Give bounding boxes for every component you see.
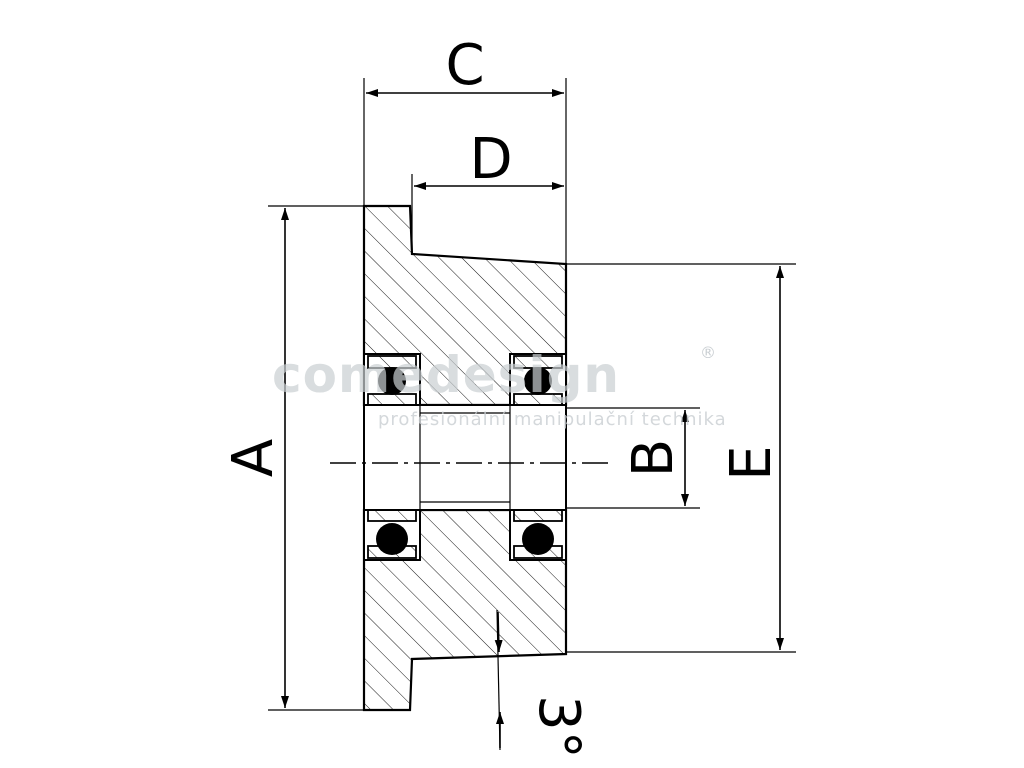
dim-b-label: B	[621, 439, 686, 477]
bearing-ball-ul	[378, 367, 406, 395]
watermark-tagline: profesionální manipulační technika	[378, 409, 727, 430]
bearing-ball-lr	[522, 523, 554, 555]
dim-e-label: E	[719, 445, 784, 480]
watermark: comedesign ® profesionální manipulační t…	[272, 343, 727, 430]
angle-arrow-top	[494, 611, 503, 653]
dimension-b: B	[566, 407, 700, 509]
watermark-brand: comedesign	[272, 346, 620, 404]
angle-label: 3°	[526, 695, 591, 759]
dim-a-label: A	[221, 439, 286, 477]
dimension-angle: 3°	[494, 609, 591, 759]
dimension-a: A	[221, 205, 364, 711]
bearing-inner-ring-ll	[367, 509, 417, 522]
bore	[363, 404, 567, 511]
dimension-e: E	[566, 263, 796, 653]
dimension-d: D	[411, 127, 564, 250]
watermark-registered: ®	[700, 343, 716, 362]
dimension-c: C	[363, 33, 567, 264]
part-section	[362, 204, 568, 712]
dim-c-label: C	[445, 33, 484, 98]
bearing-inner-ring-lr	[513, 509, 563, 522]
dim-d-label: D	[469, 127, 512, 192]
bearing-ball-ll	[376, 523, 408, 555]
bearing-ball-ur	[524, 367, 552, 395]
